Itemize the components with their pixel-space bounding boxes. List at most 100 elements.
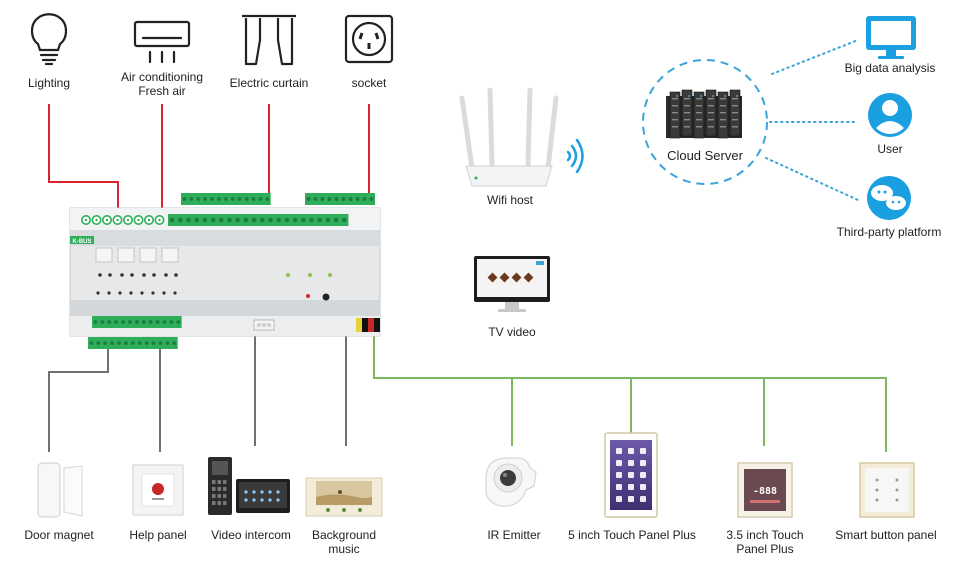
label-third-party: Third-party platform — [836, 225, 942, 239]
server-light — [736, 95, 738, 97]
ir-emitter-icon — [485, 457, 537, 507]
touch-tile — [616, 472, 622, 478]
server-slot — [684, 105, 690, 107]
power-line — [48, 104, 119, 210]
server-slot — [672, 105, 678, 107]
user-icon — [868, 93, 912, 137]
server-slot — [696, 98, 702, 100]
server-slot — [732, 119, 738, 121]
terminal-screw — [210, 217, 216, 223]
terminal-blocks — [88, 193, 375, 349]
terminal-screw — [114, 320, 119, 324]
terminal-screw — [243, 217, 249, 223]
terminal-screw — [362, 197, 367, 201]
terminal-screw — [355, 197, 360, 201]
wifi-signal-icon — [566, 138, 584, 174]
power-socket-icon — [344, 14, 394, 64]
keypad-key — [212, 501, 216, 505]
channel-led — [129, 291, 133, 295]
terminal-screw — [227, 217, 232, 223]
terminal-screw — [348, 197, 353, 201]
terminal-screw — [93, 320, 98, 324]
channel-led — [152, 273, 156, 277]
control-line — [48, 346, 109, 452]
keypad-key — [217, 494, 221, 498]
program-button — [322, 293, 330, 301]
kbus-connector — [356, 318, 380, 332]
terminal-screw — [210, 197, 214, 201]
label-tv-video: TV video — [488, 325, 536, 339]
server-slot — [708, 119, 714, 121]
terminal-screw — [158, 341, 163, 345]
cloud-links — [765, 39, 859, 201]
channel-led — [98, 273, 102, 277]
terminal-screw — [203, 197, 208, 201]
screw-terminals — [81, 215, 165, 226]
screw-head — [105, 218, 109, 222]
touch-panel-35-icon: -888 — [737, 462, 793, 518]
terminal-screw — [306, 197, 311, 201]
server-slot — [684, 119, 690, 121]
terminal-screw — [320, 197, 325, 201]
terminal-screw — [178, 217, 183, 223]
label-music: music — [328, 542, 360, 556]
channel-led — [162, 291, 166, 295]
terminal-screw — [134, 320, 139, 324]
label-socket: socket — [351, 76, 387, 90]
screw-head — [84, 218, 88, 222]
server-light — [724, 95, 726, 97]
terminal-screw — [342, 217, 347, 223]
terminal-screw — [219, 217, 224, 223]
terminal-screw — [292, 217, 298, 223]
label-lighting: Lighting — [27, 76, 71, 90]
terminal-block — [305, 193, 375, 205]
server-slot — [696, 119, 702, 121]
cloud-ring — [642, 59, 768, 185]
server-rack-icon — [666, 89, 742, 139]
touch-tile — [640, 484, 646, 490]
terminal-screw — [162, 320, 167, 324]
video-intercom-icon — [208, 457, 290, 515]
terminal-screw — [258, 197, 263, 201]
status-led — [328, 273, 332, 277]
server-light — [676, 95, 678, 97]
terminal-screw — [165, 341, 170, 345]
monitor-icon — [866, 16, 916, 59]
channel-led — [142, 273, 146, 277]
terminal-screw — [107, 320, 112, 324]
chat-bubbles-icon — [867, 176, 911, 220]
terminal-screw — [186, 217, 191, 223]
server-light — [712, 95, 714, 97]
server-light — [700, 95, 702, 97]
touch-tile — [616, 460, 622, 466]
label-cloud-server: Cloud Server — [667, 148, 743, 163]
terminal-screw — [124, 341, 128, 345]
terminal-screw — [117, 341, 121, 345]
label-touch-panel-5: 5 inch Touch Panel Plus — [568, 528, 696, 542]
server-slot — [696, 105, 702, 107]
cloud-link — [765, 157, 859, 201]
server-slot — [732, 105, 738, 107]
terminal-screw — [141, 320, 146, 324]
touch-tile — [628, 472, 634, 478]
server-light — [688, 95, 690, 97]
music-panel-icon — [305, 477, 383, 517]
wifi-router-icon — [459, 87, 559, 187]
channel-led — [164, 273, 168, 277]
touch-panel-5-icon — [604, 432, 658, 518]
server-slot — [696, 112, 702, 114]
power-wiring — [48, 104, 370, 210]
control-module: K-BUS — [69, 193, 381, 349]
server-slot — [672, 112, 678, 114]
status-led — [286, 273, 290, 277]
server-slot — [720, 126, 726, 128]
terminal-screw — [169, 217, 175, 223]
terminal-screw — [276, 217, 281, 223]
channel-led — [151, 291, 155, 295]
terminal-screw — [237, 197, 242, 201]
server-slot — [732, 98, 738, 100]
screw-head — [95, 218, 98, 222]
terminal-screw — [189, 197, 194, 201]
terminal-screw — [196, 197, 201, 201]
channel-buttons — [95, 247, 179, 263]
